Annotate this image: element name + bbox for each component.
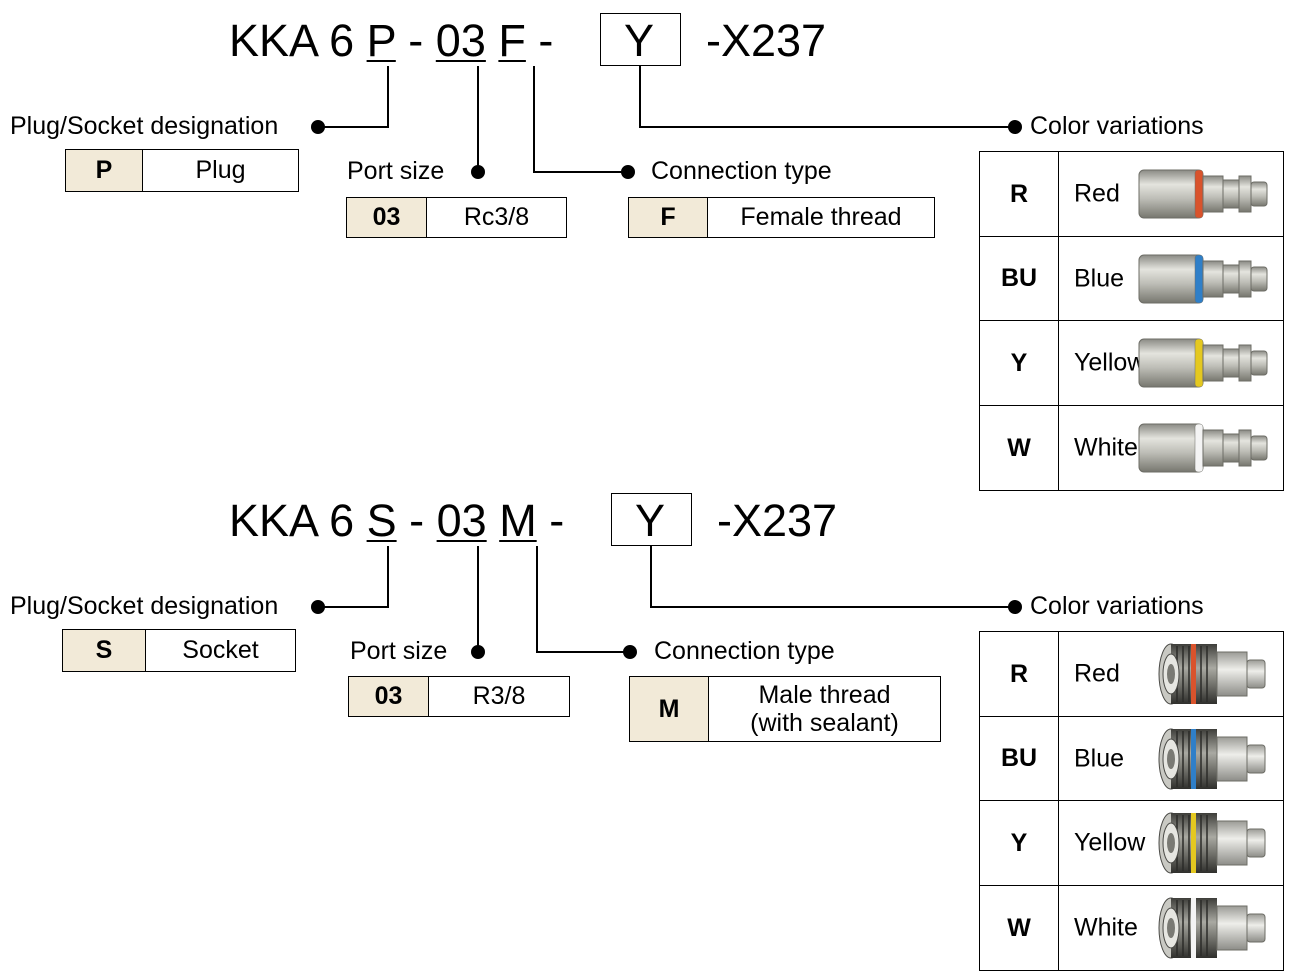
- color-dot: [1008, 600, 1022, 614]
- color-key: Y: [979, 800, 1059, 886]
- code-connection: M: [499, 495, 537, 546]
- connection-title: Connection type: [651, 157, 832, 185]
- code-color: Y: [635, 495, 666, 546]
- color-name: White: [1074, 913, 1138, 942]
- connection-value-line1: Male thread: [758, 681, 891, 709]
- connection-key: F: [628, 197, 708, 238]
- connection-title: Connection type: [654, 637, 835, 665]
- color-dot: [1008, 120, 1022, 134]
- connection-table: F Female thread: [628, 197, 935, 238]
- color-key: Y: [979, 320, 1059, 406]
- code-port: 03: [435, 15, 486, 66]
- designation-dot: [311, 600, 325, 614]
- color-table: R Red BU Blue Y Yellow W White: [979, 151, 1284, 491]
- code-space: [486, 15, 499, 66]
- color-table: R Red BU Blue Y Yellow W White: [979, 631, 1284, 971]
- connection-leader: [533, 66, 628, 173]
- color-leader: [639, 66, 1015, 128]
- code-suffix: -X237: [706, 15, 827, 66]
- designation-leader: [318, 66, 389, 128]
- code-connection: F: [498, 15, 526, 66]
- code-sep: -: [396, 495, 437, 546]
- plug-image: [1138, 423, 1268, 473]
- color-key: R: [979, 151, 1059, 237]
- port-table: 03 Rc3/8: [346, 197, 567, 238]
- socket-image: [1158, 728, 1266, 789]
- designation-table: P Plug: [65, 149, 299, 192]
- connection-value: Male thread(with sealant): [708, 676, 941, 742]
- port-value: R3/8: [428, 676, 570, 717]
- code-prefix: KKA 6: [229, 15, 367, 66]
- color-name: Red: [1074, 179, 1120, 208]
- designation-table: S Socket: [62, 629, 296, 672]
- color-name: Blue: [1074, 744, 1125, 772]
- connection-key: M: [629, 676, 709, 742]
- connection-dot: [623, 645, 637, 659]
- socket-image: [1158, 812, 1266, 874]
- designation-title: Plug/Socket designation: [10, 112, 279, 140]
- port-title: Port size: [350, 637, 448, 665]
- connection-dot: [621, 165, 635, 179]
- port-key: 03: [348, 676, 429, 717]
- code-color-box: [611, 493, 692, 546]
- code-sep: -: [525, 15, 566, 66]
- plug-image: [1138, 338, 1268, 388]
- color-title: Color variations: [1030, 112, 1204, 140]
- connection-value-line2: (with sealant): [750, 709, 899, 737]
- designation-value: Plug: [142, 149, 299, 192]
- connection-table: M Male thread(with sealant): [629, 676, 941, 742]
- code-sep: -: [395, 15, 436, 66]
- port-key: 03: [346, 197, 427, 238]
- designation-key: P: [65, 149, 143, 192]
- designation-value: Socket: [145, 629, 296, 672]
- designation-key: S: [62, 629, 146, 672]
- color-key: R: [979, 631, 1059, 717]
- color-name: Blue: [1074, 264, 1125, 292]
- plug-image: [1138, 169, 1268, 219]
- color-name: Red: [1074, 659, 1120, 688]
- connection-leader: [536, 546, 630, 653]
- plug-image: [1138, 254, 1268, 303]
- color-key: BU: [979, 236, 1059, 321]
- color-name: Yellow: [1074, 348, 1146, 377]
- port-table: 03 R3/8: [348, 676, 570, 717]
- port-title: Port size: [347, 157, 445, 185]
- port-value: Rc3/8: [426, 197, 567, 238]
- code-port: 03: [436, 495, 487, 546]
- color-name: White: [1074, 433, 1138, 462]
- code-sep: -: [536, 495, 577, 546]
- color-key: BU: [979, 716, 1059, 801]
- designation-leader: [318, 546, 389, 608]
- color-key: W: [979, 405, 1059, 491]
- connection-value: Female thread: [707, 197, 935, 238]
- color-name: Yellow: [1074, 828, 1146, 857]
- socket-image: [1158, 897, 1266, 959]
- socket-image: [1158, 643, 1266, 705]
- code-space: [487, 495, 500, 546]
- port-dot: [471, 645, 485, 659]
- designation-title: Plug/Socket designation: [10, 592, 279, 620]
- color-key: W: [979, 885, 1059, 971]
- code-designation: P: [366, 15, 396, 66]
- port-dot: [471, 165, 485, 179]
- code-prefix: KKA 6: [229, 495, 367, 546]
- model-code: KKA 6 P - 03 F -: [229, 18, 566, 63]
- code-suffix: -X237: [717, 495, 838, 546]
- code-color: Y: [624, 15, 655, 66]
- code-color-box: [600, 13, 681, 66]
- color-leader: [650, 546, 1015, 608]
- color-title: Color variations: [1030, 592, 1204, 620]
- code-designation: S: [366, 495, 397, 546]
- designation-dot: [311, 120, 325, 134]
- model-code: KKA 6 S - 03 M -: [229, 498, 577, 543]
